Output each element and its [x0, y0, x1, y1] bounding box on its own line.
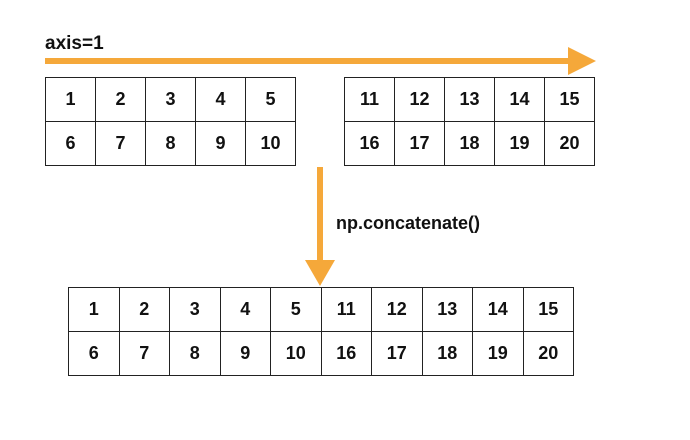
array-result-cell: 19 [472, 331, 524, 376]
array-result-cell: 15 [522, 287, 574, 332]
array-b-cell: 19 [494, 121, 545, 166]
axis-arrow-head [568, 47, 596, 75]
array-result-cell: 3 [169, 287, 221, 332]
array-result-cell: 10 [270, 331, 322, 376]
array-result-cell: 16 [320, 331, 372, 376]
array-a-cell: 7 [95, 121, 146, 166]
array-result-cell: 1 [68, 287, 120, 332]
array-a-cell: 9 [195, 121, 246, 166]
array-b-cell: 18 [444, 121, 495, 166]
array-a-cell: 5 [245, 77, 296, 122]
array-result-cell: 11 [320, 287, 372, 332]
array-result-cell: 17 [371, 331, 423, 376]
array-result-cell: 4 [219, 287, 271, 332]
array-b-cell: 13 [444, 77, 495, 122]
array-result-cell: 14 [472, 287, 524, 332]
array-b-cell: 17 [394, 121, 445, 166]
array-a-cell: 10 [245, 121, 296, 166]
array-a-cell: 1 [45, 77, 96, 122]
array-result-cell: 6 [68, 331, 120, 376]
array-a-cell: 8 [145, 121, 196, 166]
array-a-cell: 6 [45, 121, 96, 166]
array-a-cell: 4 [195, 77, 246, 122]
array-result-cell: 18 [421, 331, 473, 376]
array-b-cell: 20 [544, 121, 595, 166]
array-a-cell: 3 [145, 77, 196, 122]
array-b-cell: 16 [344, 121, 395, 166]
array-b-cell: 12 [394, 77, 445, 122]
array-b-cell: 15 [544, 77, 595, 122]
array-result-cell: 12 [371, 287, 423, 332]
array-a-cell: 2 [95, 77, 146, 122]
array-result-cell: 8 [169, 331, 221, 376]
operation-label: np.concatenate() [336, 213, 481, 233]
array-result-cell: 9 [219, 331, 271, 376]
array-result-cell: 5 [270, 287, 322, 332]
concatenate-arrow-head [305, 260, 335, 286]
array-b-cell: 14 [494, 77, 545, 122]
array-result-cell: 20 [522, 331, 574, 376]
axis-label: axis=1 [45, 33, 104, 54]
array-b-cell: 11 [344, 77, 395, 122]
array-result-cell: 7 [118, 331, 170, 376]
array-result-cell: 2 [118, 287, 170, 332]
array-result-cell: 13 [421, 287, 473, 332]
